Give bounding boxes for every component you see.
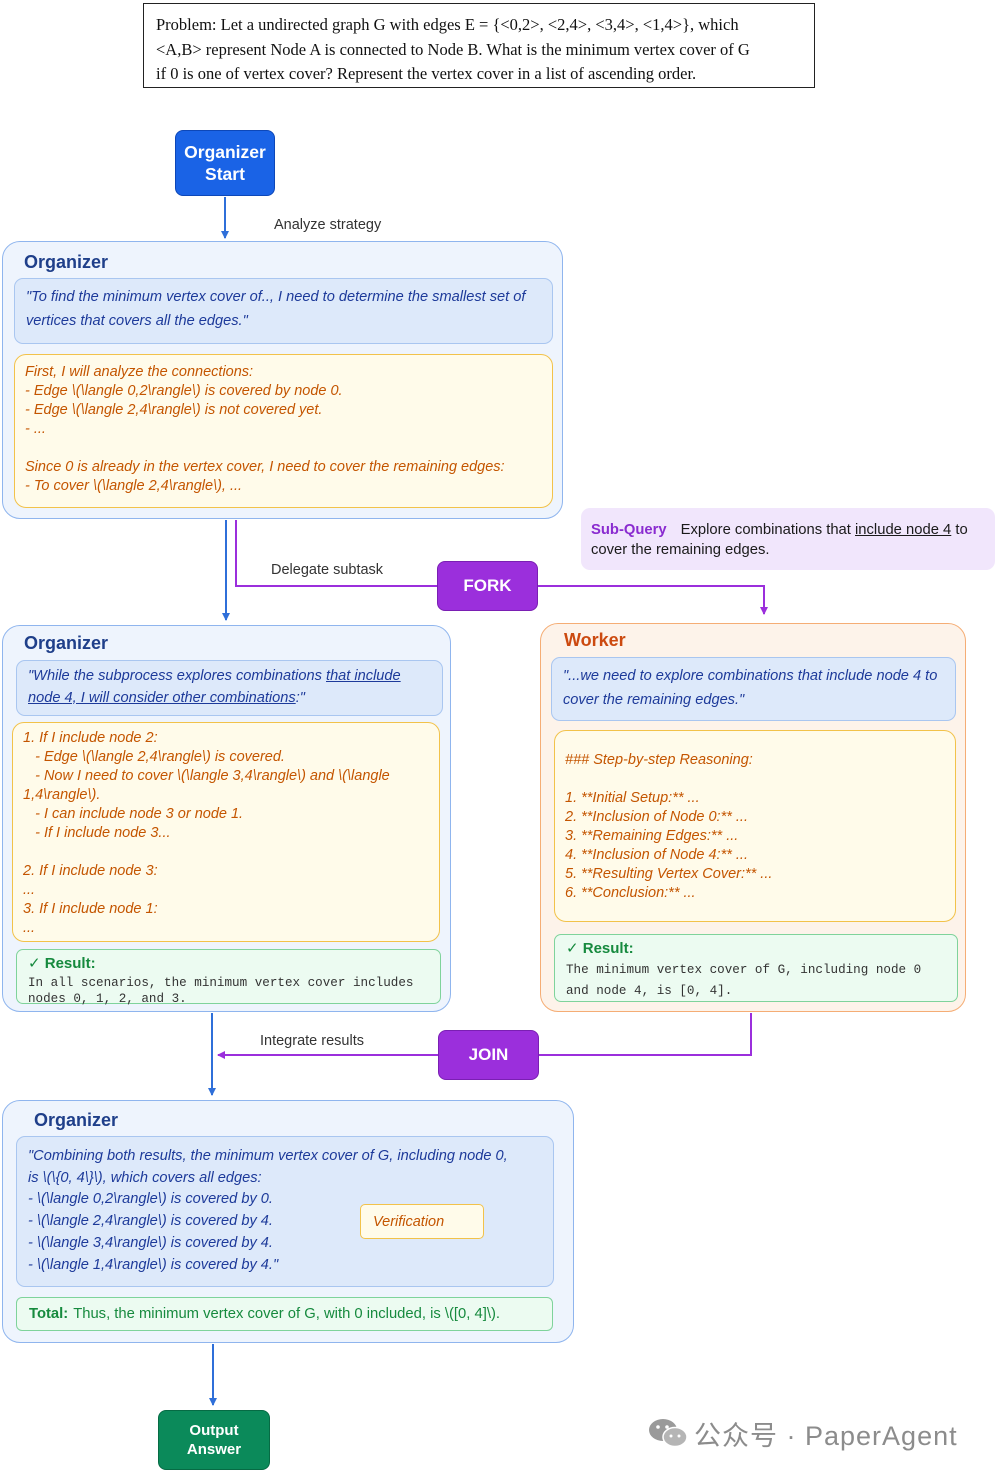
worker-thought-quote: "...we need to explore combinations that… [551, 657, 956, 721]
quote-line: "Combining both results, the minimum ver… [28, 1148, 508, 1164]
arrow-delegate-fork [235, 520, 437, 587]
organizer-thought-quote: "While the subprocess explores combinati… [16, 660, 443, 716]
organizer-thought-quote: "To find the minimum vertex cover of.., … [14, 278, 553, 344]
wechat-icon [649, 1419, 688, 1448]
quote-text-end: :" [295, 689, 305, 706]
fork-node: FORK [437, 561, 538, 611]
organizer-reasoning: 1. If I include node 2: - Edge \(\langle… [12, 722, 440, 942]
output-answer-node: Output Answer [158, 1410, 270, 1470]
quote-line: - \(\langle 0,2\rangle\) is covered by 0… [28, 1191, 273, 1208]
quote-line: is \(\{0, 4\}\), which covers all edges: [28, 1169, 262, 1186]
result-text: In all scenarios, the minimum vertex cov… [28, 976, 414, 1006]
sub-query-text: Explore combinations that [680, 522, 856, 538]
watermark: 公众号 · PaperAgent [648, 1413, 958, 1453]
arrow-worker-to-join [539, 1013, 752, 1056]
result-label: ✓ Result: [566, 940, 634, 957]
sub-query-box: Sub-Query Explore combinations that inclu… [581, 508, 995, 570]
result-box: ✓ Result: The minimum vertex cover of G,… [554, 934, 958, 1002]
problem-line: Problem: Let a undirected graph G with e… [156, 15, 739, 34]
problem-statement: Problem: Let a undirected graph G with e… [143, 3, 815, 88]
organizer-panel-2: Organizer "While the subprocess explores… [2, 625, 451, 1012]
problem-line: <A,B> represent Node A is connected to N… [156, 39, 750, 59]
organizer-panel-1: Organizer "To find the minimum vertex co… [2, 241, 563, 519]
quote-line: - \(\langle 3,4\rangle\) is covered by 4… [28, 1234, 273, 1251]
edge-label-analyze: Analyze strategy [274, 217, 382, 233]
sub-query-label: Sub-Query [591, 522, 667, 538]
worker-reasoning: ### Step-by-step Reasoning: 1. **Initial… [554, 730, 956, 922]
panel-title: Organizer [24, 633, 109, 653]
panel-title: Organizer [34, 1110, 119, 1130]
output-label-line: Answer [186, 1441, 242, 1458]
sub-query-highlight: include node 4 [855, 522, 952, 538]
output-label-line: Output [189, 1422, 239, 1439]
start-label-line: Organizer [184, 142, 266, 162]
worker-panel: Worker "...we need to explore combinatio… [540, 623, 966, 1012]
result-box: ✓ Result: In all scenarios, the minimum … [16, 949, 441, 1006]
edge-label-delegate: Delegate subtask [271, 562, 384, 578]
total-box: Total:Thus, the minimum vertex cover of … [16, 1297, 553, 1331]
join-node: JOIN [438, 1030, 539, 1080]
start-label-line: Start [205, 164, 245, 184]
edge-label-integrate: Integrate results [260, 1033, 364, 1049]
panel-title: Worker [564, 630, 626, 650]
result-text: The minimum vertex cover of G, including… [566, 963, 922, 998]
result-label: ✓ Result: [28, 955, 96, 972]
total-label: Total: [29, 1306, 69, 1322]
quote-line: - \(\langle 1,4\rangle\) is covered by 4… [28, 1256, 279, 1273]
quote-text: "While the subprocess explores combinati… [28, 668, 327, 684]
arrow-fork-to-worker [538, 585, 768, 615]
verification-badge: Verification [360, 1204, 484, 1239]
organizer-reasoning: First, I will analyze the connections: -… [14, 354, 553, 508]
sub-query-text-end: to cover the remaining edges. [591, 522, 968, 558]
quote-line: - \(\langle 2,4\rangle\) is covered by 4… [28, 1213, 273, 1230]
organizer-start-node: Organizer Start [175, 130, 275, 196]
quote-highlight: that include node 4, I will consider oth… [28, 668, 401, 706]
watermark-text: 公众号 · PaperAgent [694, 1420, 958, 1451]
total-text: Thus, the minimum vertex cover of G, wit… [73, 1306, 500, 1322]
problem-line: if 0 is one of vertex cover? Represent t… [156, 64, 697, 83]
panel-title: Organizer [24, 252, 109, 272]
